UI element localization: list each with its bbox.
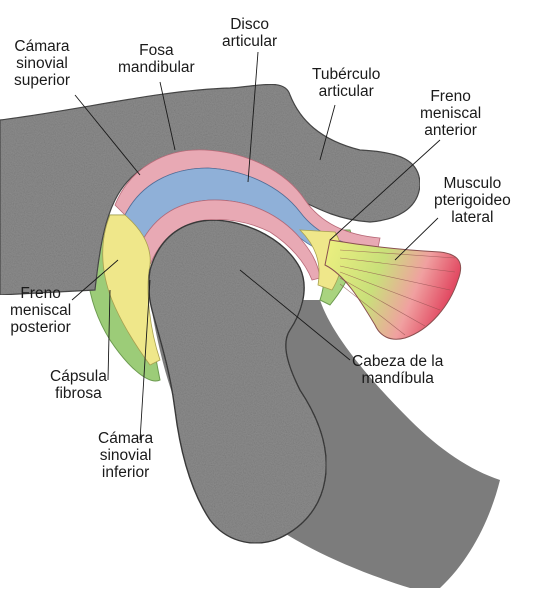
label-capsula-fibrosa: Cápsula fibrosa xyxy=(50,368,107,402)
label-tuberculo-articular: Tubérculo articular xyxy=(312,66,380,100)
label-camara-sinovial-superior: Cámara sinovial superior xyxy=(14,38,70,89)
label-freno-meniscal-anterior: Freno meniscal anterior xyxy=(420,88,481,139)
label-fosa-mandibular: Fosa mandibular xyxy=(118,42,195,76)
label-camara-sinovial-inferior: Cámara sinovial inferior xyxy=(98,430,153,481)
label-musculo-pterigoideo-lateral: Musculo pterigoideo lateral xyxy=(434,175,511,226)
label-disco-articular: Disco articular xyxy=(222,16,277,50)
label-freno-meniscal-posterior: Freno meniscal posterior xyxy=(10,285,71,336)
musculo-pterigoideo-shape xyxy=(325,240,461,339)
label-cabeza-de-la-mandibula: Cabeza de la mandíbula xyxy=(352,353,443,387)
